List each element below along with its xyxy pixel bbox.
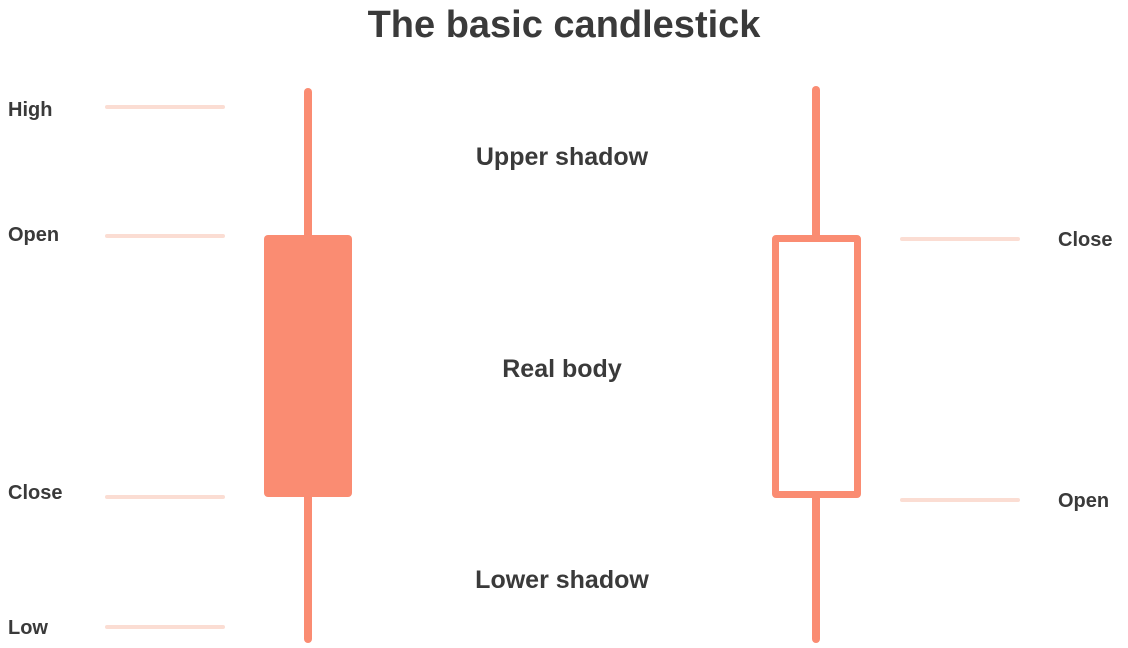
tick-line-low: [105, 625, 225, 629]
right-candle-body: [772, 235, 861, 498]
label-high: High: [8, 99, 53, 121]
tick-line-open-left: [105, 234, 225, 238]
annotation-lower-shadow: Lower shadow: [475, 566, 649, 594]
page-title: The basic candlestick: [367, 4, 761, 46]
label-close-right: Close: [1058, 229, 1113, 251]
tick-line-open-right: [900, 498, 1020, 502]
annotation-real-body: Real body: [502, 355, 622, 383]
label-open-left: Open: [8, 224, 60, 246]
tick-line-close-right: [900, 237, 1020, 241]
label-open-right: Open: [1058, 490, 1110, 512]
tick-line-high: [105, 105, 225, 109]
left-candle-body: [264, 235, 352, 497]
label-close-left: Close: [8, 482, 63, 504]
tick-line-close-left: [105, 495, 225, 499]
annotation-upper-shadow: Upper shadow: [475, 143, 649, 171]
label-low: Low: [8, 617, 48, 639]
